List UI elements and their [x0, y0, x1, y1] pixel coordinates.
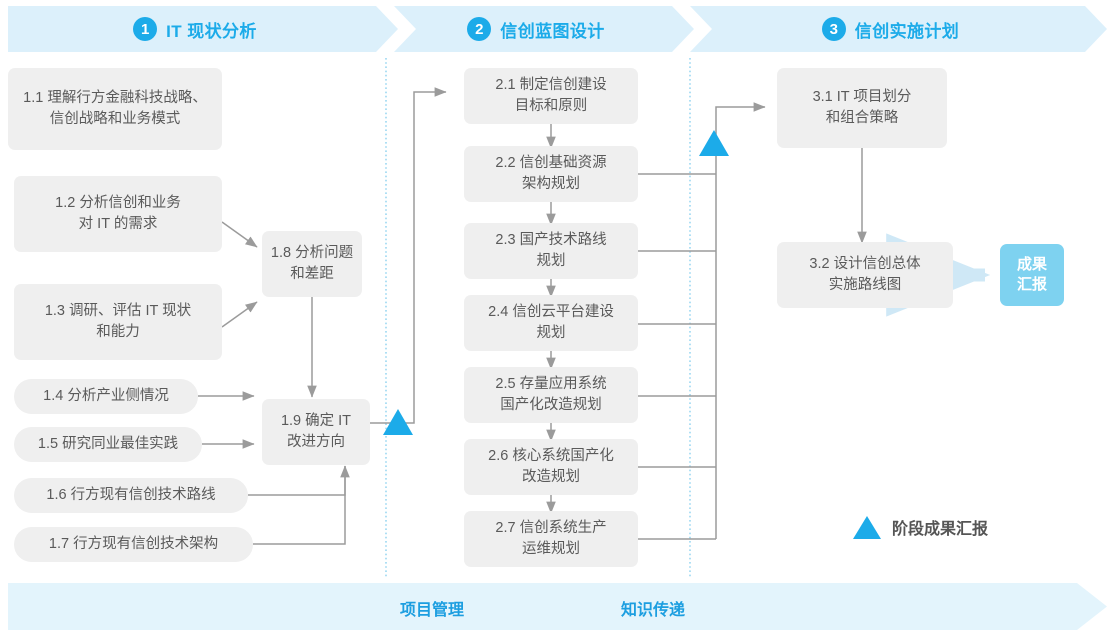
milestone-triangle-phase1	[383, 409, 413, 435]
task-box-1-4[interactable]: 1.4 分析产业侧情况	[14, 379, 198, 414]
phase-segment-1[interactable]: 1 IT 现状分析	[8, 6, 398, 52]
legend: 阶段成果汇报	[853, 515, 988, 539]
task-box-2-1[interactable]: 2.1 制定信创建设 目标和原则	[464, 68, 638, 124]
task-box-2-3[interactable]: 2.3 国产技术路线 规划	[464, 223, 638, 279]
phase-number-3: 3	[821, 17, 846, 41]
task-box-2-7[interactable]: 2.7 信创系统生产 运维规划	[464, 511, 638, 567]
task-box-1-9[interactable]: 1.9 确定 IT 改进方向	[262, 399, 370, 465]
milestone-triangle-icon	[853, 515, 881, 539]
phase-number-2: 2	[467, 17, 492, 41]
phase-label-2: 信创蓝图设计	[500, 21, 605, 41]
task-box-1-7[interactable]: 1.7 行方现有信创技术架构	[14, 527, 253, 562]
task-box-1-1[interactable]: 1.1 理解行方金融科技战略、 信创战略和业务模式	[8, 68, 222, 150]
phase-label-1: IT 现状分析	[166, 21, 257, 41]
phase-band: 1 IT 现状分析 2 信创蓝图设计 3 信创实施计划	[8, 6, 1107, 52]
legend-label: 阶段成果汇报	[892, 521, 989, 538]
task-box-2-4[interactable]: 2.4 信创云平台建设 规划	[464, 295, 638, 351]
edge-1-9-to-2-1	[370, 87, 447, 424]
task-box-1-2[interactable]: 1.2 分析信创和业务 对 IT 的需求	[14, 176, 222, 252]
edge-1-7-to-1-9	[253, 466, 346, 545]
edge-1-2-to-1-8	[221, 221, 258, 248]
task-box-2-5[interactable]: 2.5 存量应用系统 国产化改造规划	[464, 367, 638, 423]
milestone-triangle-phase2	[699, 130, 729, 156]
bottom-item-project-management: 项目管理	[400, 602, 465, 619]
bottom-band: 项目管理 知识传递	[8, 583, 1107, 630]
phase-segment-2[interactable]: 2 信创蓝图设计	[394, 6, 694, 52]
phase-label-3: 信创实施计划	[854, 21, 960, 41]
phase-segment-3[interactable]: 3 信创实施计划	[690, 6, 1107, 52]
task-box-2-6[interactable]: 2.6 核心系统国产化 改造规划	[464, 439, 638, 495]
bus-to-3-1	[715, 102, 766, 539]
phase-number-1: 1	[133, 17, 158, 41]
bottom-item-knowledge-transfer: 知识传递	[621, 602, 686, 619]
edge-1-6-to-1-9	[248, 465, 350, 496]
task-box-1-6[interactable]: 1.6 行方现有信创技术路线	[14, 478, 248, 513]
task-box-1-8[interactable]: 1.8 分析问题 和差距	[262, 231, 362, 297]
task-box-3-2[interactable]: 3.2 设计信创总体 实施路线图	[777, 242, 953, 308]
task-box-3-1[interactable]: 3.1 IT 项目划分 和组合策略	[777, 68, 947, 148]
task-box-1-5[interactable]: 1.5 研究同业最佳实践	[14, 427, 202, 462]
task-box-1-3[interactable]: 1.3 调研、评估 IT 现状 和能力	[14, 284, 222, 360]
task-box-2-2[interactable]: 2.2 信创基础资源 架构规划	[464, 146, 638, 202]
edge-1-3-to-1-8	[221, 301, 258, 328]
result-badge[interactable]: 成果 汇报	[1000, 244, 1064, 306]
